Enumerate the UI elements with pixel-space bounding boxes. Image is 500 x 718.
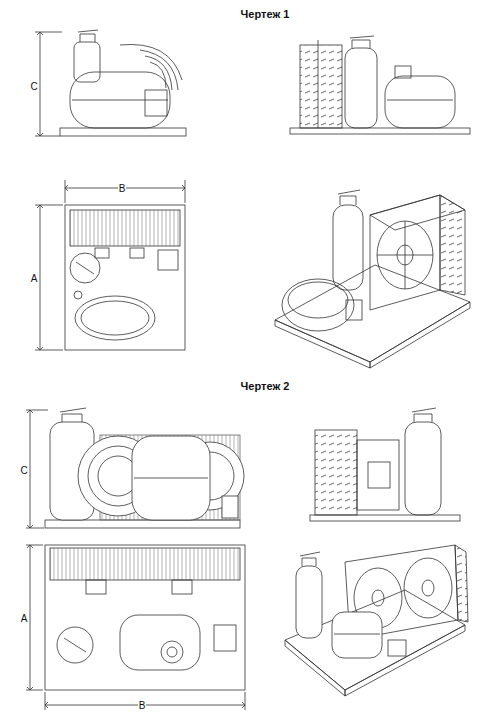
- isometric-view-2: [404, 558, 452, 618]
- side-view-2: [315, 430, 357, 515]
- plan-view-1: [130, 248, 144, 258]
- side-view-2: [357, 440, 399, 510]
- dimension-line: [45, 692, 245, 710]
- isometric-view-2: [332, 612, 382, 658]
- plan-view-2: [214, 625, 236, 651]
- side-view-1: [290, 128, 470, 134]
- plan-view-2: [45, 545, 245, 690]
- side-view-1: [350, 36, 374, 48]
- dimension-line: [65, 180, 185, 203]
- dimension-line: [26, 410, 48, 528]
- dimension-line: [26, 545, 245, 710]
- front-view-1: [78, 30, 98, 42]
- plan-view-1: [75, 296, 155, 340]
- plan-view-2: [172, 580, 192, 594]
- front-view-1: [74, 42, 100, 82]
- plan-view-1: [95, 248, 109, 258]
- side-view-1: [290, 36, 470, 134]
- isometric-view-1: [377, 221, 433, 289]
- front-view-2: [45, 520, 240, 528]
- side-view-2: [412, 408, 436, 422]
- plan-view-2: [57, 627, 93, 663]
- dimension-letter: A: [20, 613, 29, 624]
- plan-view-1: [65, 205, 185, 350]
- front-view-1: [60, 30, 186, 136]
- drawing-title: Чертеж 2: [240, 380, 291, 392]
- side-view-1: [387, 100, 453, 101]
- plan-view-2: [45, 545, 245, 690]
- dimension-letter: C: [19, 465, 28, 476]
- side-view-2: [368, 462, 390, 488]
- isometric-view-1: [346, 300, 362, 320]
- side-view-1: [300, 45, 342, 128]
- plan-view-2: [167, 647, 177, 657]
- side-view-1: [385, 76, 455, 128]
- plan-view-2: [50, 548, 240, 580]
- plan-view-2: [64, 638, 86, 652]
- plan-view-2: [86, 580, 106, 594]
- plan-view-2: [161, 641, 183, 663]
- isometric-view-2: [296, 566, 322, 638]
- front-view-2: [45, 408, 244, 528]
- isometric-view-1: [275, 320, 370, 368]
- isometric-view-2: [300, 552, 320, 566]
- isometric-view-2: [455, 545, 468, 622]
- isometric-view-2: [372, 590, 384, 606]
- dimension-line: [35, 205, 63, 350]
- dimension-letter: B: [138, 700, 147, 711]
- front-view-2: [60, 408, 86, 422]
- plan-view-1: [81, 301, 149, 335]
- dimension-line: [35, 32, 62, 136]
- dimension-line: [35, 180, 185, 350]
- isometric-view-1: [288, 282, 348, 318]
- dimension-letter: B: [118, 183, 127, 194]
- dimension-line: [26, 545, 43, 690]
- plan-view-1: [65, 205, 185, 350]
- front-view-1: [60, 128, 186, 136]
- plan-view-1: [70, 253, 100, 283]
- front-view-1: [70, 72, 170, 128]
- plan-view-1: [70, 210, 180, 246]
- side-view-1: [395, 66, 411, 78]
- plan-view-1: [158, 250, 178, 270]
- dimension-letter: C: [29, 81, 38, 92]
- isometric-view-2: [285, 545, 468, 696]
- drawing-title: Чертеж 1: [240, 8, 291, 20]
- isometric-view-1: [440, 195, 465, 295]
- isometric-view-1: [275, 190, 470, 368]
- dimension-line: [35, 32, 62, 136]
- side-view-2: [310, 408, 460, 521]
- plan-view-1: [76, 262, 94, 274]
- front-view-1: [120, 44, 182, 90]
- plan-view-2: [120, 615, 200, 670]
- isometric-view-1: [377, 221, 433, 289]
- dimension-line: [26, 410, 48, 528]
- side-view-2: [405, 422, 441, 515]
- isometric-view-1: [282, 279, 354, 331]
- isometric-view-1: [338, 190, 360, 205]
- front-view-2: [134, 478, 208, 479]
- isometric-view-2: [334, 634, 380, 635]
- isometric-view-2: [388, 640, 406, 656]
- side-view-2: [310, 515, 460, 521]
- front-view-2: [222, 496, 238, 518]
- isometric-view-1: [333, 205, 363, 290]
- side-view-1: [345, 48, 377, 128]
- isometric-view-2: [422, 580, 434, 596]
- front-view-2: [132, 436, 210, 520]
- dimension-letter: A: [30, 273, 39, 284]
- isometric-view-1: [370, 302, 470, 368]
- plan-view-1: [74, 291, 82, 299]
- side-view-1: [318, 40, 319, 128]
- front-view-1: [72, 100, 168, 101]
- front-view-1: [145, 90, 167, 116]
